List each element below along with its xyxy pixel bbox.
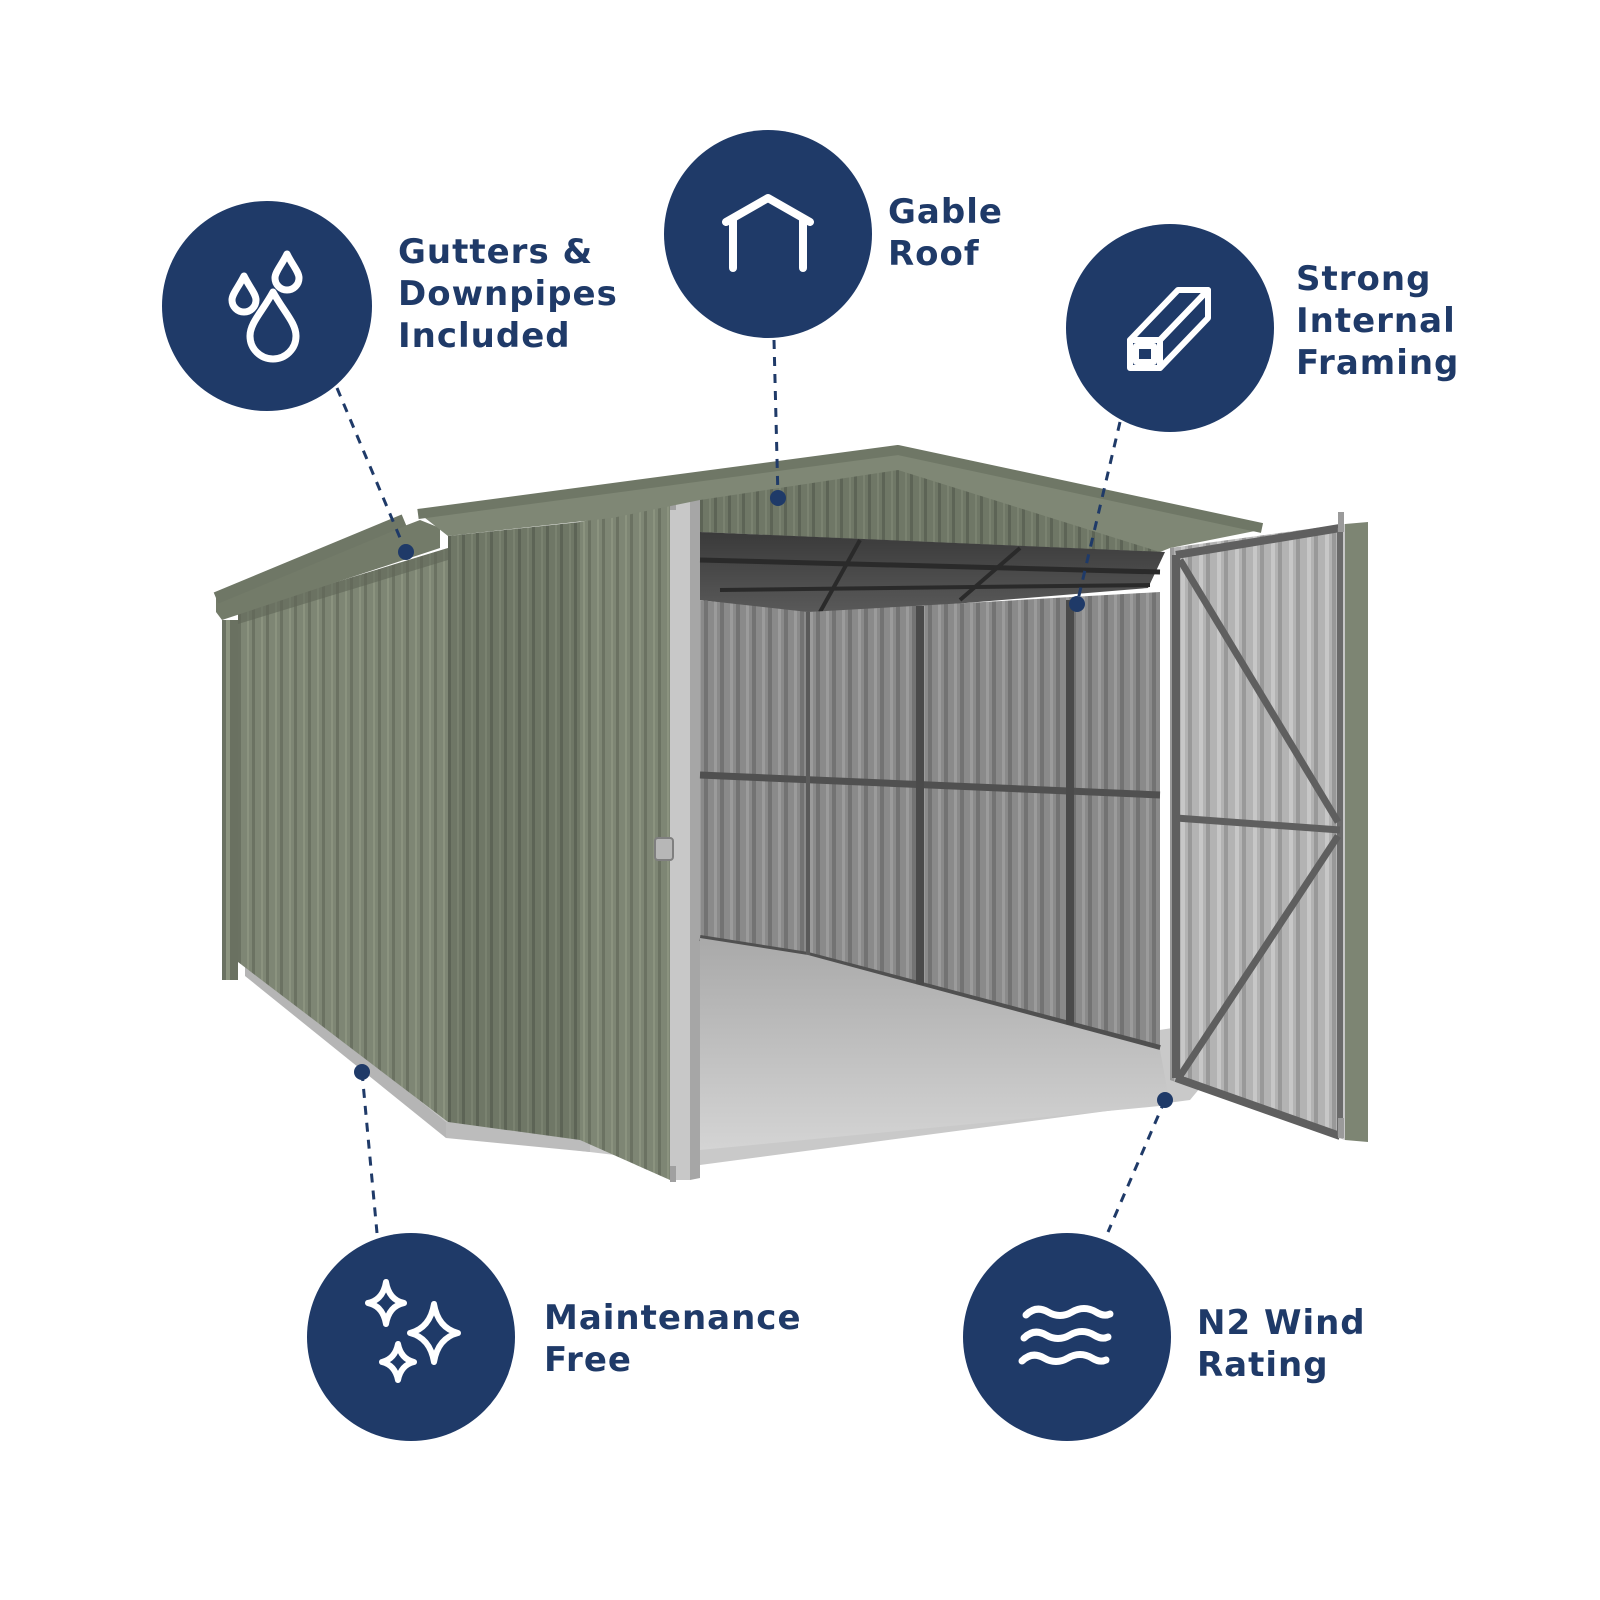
interior-ceiling xyxy=(700,532,1165,615)
badge-gutters xyxy=(162,201,372,411)
badge-maintenance xyxy=(307,1233,515,1441)
badge-wind xyxy=(963,1233,1171,1441)
feature-line: Gutters & xyxy=(398,232,594,272)
interior-framing xyxy=(699,600,1161,1051)
feature-line: Strong xyxy=(1296,259,1432,299)
interior-floor xyxy=(700,938,1170,1150)
side-gutter xyxy=(216,520,440,620)
feature-line: Roof xyxy=(888,234,980,274)
house-roof-icon xyxy=(722,194,814,272)
feature-line: N2 Wind xyxy=(1197,1303,1366,1343)
anchor-dot-gable xyxy=(770,490,786,506)
side-wall xyxy=(238,548,448,1122)
feature-line: Framing xyxy=(1296,343,1460,383)
door-latch xyxy=(654,837,674,861)
anchor-dot-framing xyxy=(1069,596,1085,612)
feature-label-gable-roof: Gable Roof xyxy=(888,191,1003,275)
feature-line: Internal xyxy=(1296,301,1456,341)
badge-gable-roof xyxy=(664,130,872,338)
feature-label-framing: Strong Internal Framing xyxy=(1296,258,1459,384)
anchor-dot-maintenance xyxy=(354,1064,370,1080)
connector-framing xyxy=(1075,421,1122,605)
front-wall-left xyxy=(448,522,580,1140)
feature-line: Rating xyxy=(1197,1345,1329,1385)
feature-line: Included xyxy=(398,316,571,356)
gable-ribs xyxy=(700,470,1160,552)
feature-line: Downpipes xyxy=(398,274,618,314)
feature-label-gutters: Gutters & Downpipes Included xyxy=(398,231,618,357)
wind-waves-icon xyxy=(1018,1305,1114,1365)
steel-beam-icon xyxy=(1127,287,1211,371)
connector-wind xyxy=(1106,1099,1167,1233)
garden-shed-illustration xyxy=(213,445,1368,1182)
callout-connectors xyxy=(335,339,1167,1234)
badge-framing xyxy=(1066,224,1274,432)
feature-line: Gable xyxy=(888,192,1003,232)
left-door xyxy=(580,502,670,1180)
sparkles-icon xyxy=(365,1279,461,1383)
feature-line: Maintenance xyxy=(544,1298,802,1338)
feature-label-maintenance: Maintenance Free xyxy=(544,1297,802,1381)
connector-gutters xyxy=(335,387,408,553)
right-door xyxy=(1170,524,1345,1140)
connector-maintenance xyxy=(360,1071,379,1234)
door-bracing xyxy=(1172,524,1343,1140)
feature-label-wind: N2 Wind Rating xyxy=(1197,1302,1366,1386)
callout-anchor-dots xyxy=(354,490,1173,1108)
feature-line: Free xyxy=(544,1340,632,1380)
anchor-dot-wind xyxy=(1157,1092,1173,1108)
water-drops-icon xyxy=(228,250,303,363)
anchor-dot-gutters xyxy=(398,544,414,560)
